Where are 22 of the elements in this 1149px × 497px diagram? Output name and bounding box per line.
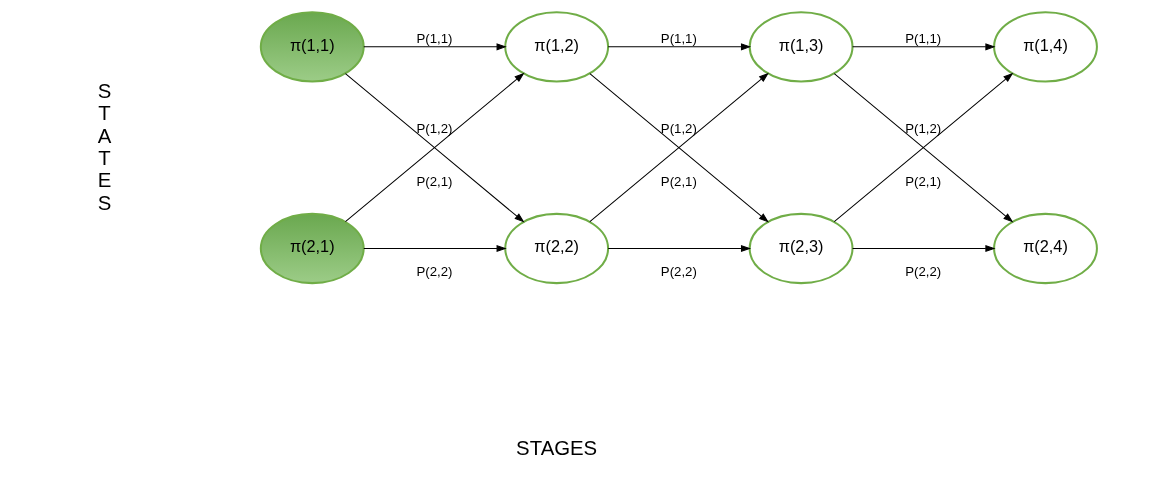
label: STAGES [515,437,597,460]
edge-label: P(2,2) [660,264,697,280]
edge-label: P(1,1) [415,31,452,47]
node-ellipse: π(2,1) [259,212,365,285]
edge-label: P(2,1) [660,173,697,189]
arrow [362,244,507,253]
arrow [362,43,507,51]
edge-label: P(1,2) [660,120,697,136]
arrow [851,43,996,51]
label: STATES [97,79,111,214]
edge-label: P(2,1) [904,173,941,189]
arrow [607,244,751,253]
arrow [851,244,996,253]
edge-label: P(2,2) [904,264,941,280]
edge-label: P(1,1) [904,31,941,47]
edge-label: P(1,2) [904,120,941,136]
edge-label: P(1,2) [415,120,452,136]
edge-label: P(2,2) [415,264,452,280]
edge-label: P(2,1) [415,173,452,189]
arrow [607,43,751,51]
edge-label: P(1,1) [660,31,697,47]
node-ellipse: π(1,1) [259,11,365,83]
